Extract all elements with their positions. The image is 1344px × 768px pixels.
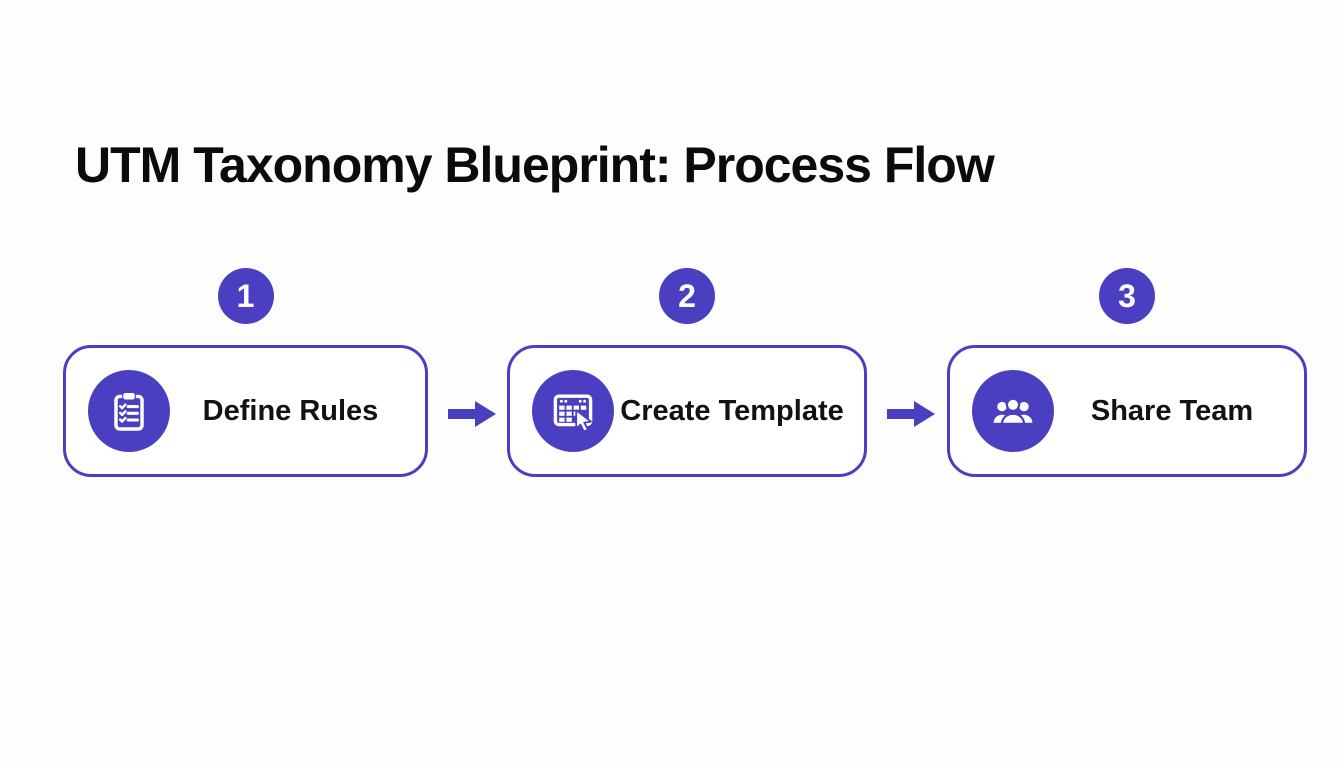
page-title: UTM Taxonomy Blueprint: Process Flow [75,137,995,193]
step-number-badge: 2 [659,268,715,324]
step-card: Create Template [507,345,867,477]
step-label: Create Template [620,394,844,427]
step-number-badge: 1 [217,268,274,324]
flow-arrow-icon [448,401,496,427]
table-cursor-icon [532,370,614,452]
step-card: Share Team [947,345,1307,477]
step-label: Define Rules [202,394,379,427]
team-users-icon [972,370,1054,452]
flow-arrow-icon [887,401,935,427]
clipboard-checklist-icon [88,370,170,452]
step-label: Share Team [1090,394,1254,427]
step-number-badge: 3 [1099,268,1155,324]
step-card: Define Rules [63,345,428,477]
